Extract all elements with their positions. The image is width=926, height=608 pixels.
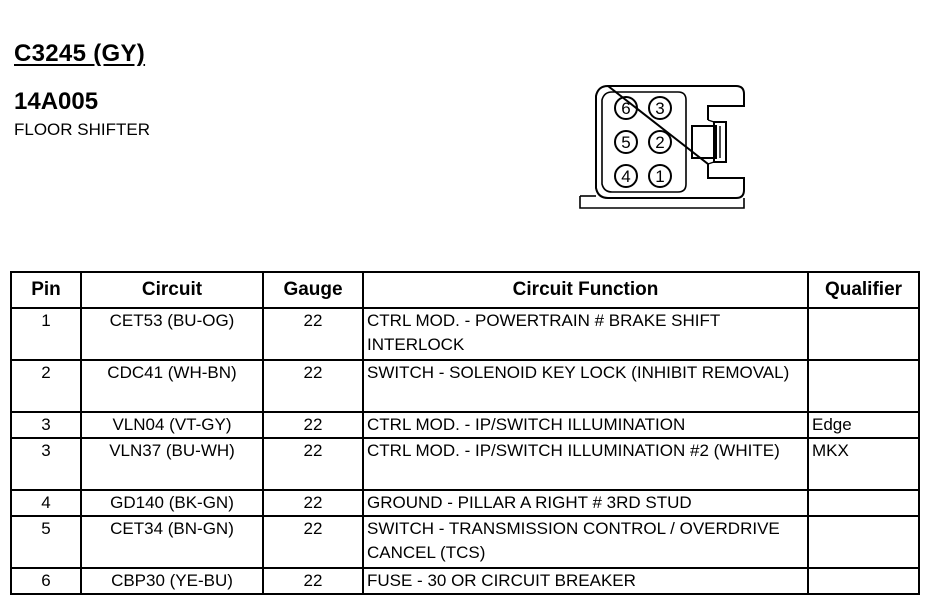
column-header-circuit: Circuit	[80, 271, 264, 309]
connector-housing-outer	[595, 84, 745, 199]
gauge-cell: 22	[262, 515, 364, 569]
circuit-function-cell: CTRL MOD. - IP/SWITCH ILLUMINATION #2 (W…	[362, 437, 809, 491]
pin-number-label: 4	[621, 167, 630, 186]
column-header-circuit-function: Circuit Function	[362, 271, 809, 309]
circuit-cell: GD140 (BK-GN)	[80, 489, 264, 517]
table-row: 4 GD140 (BK-GN) 22 GROUND - PILLAR A RIG…	[10, 489, 920, 517]
pin-number-label: 3	[655, 99, 664, 118]
table-row: 5 CET34 (BN-GN) 22 SWITCH - TRANSMISSION…	[10, 515, 920, 569]
pinout-table: Pin Circuit Gauge Circuit Function Quali…	[10, 271, 920, 595]
gauge-cell: 22	[262, 307, 364, 361]
pin-number-label: 1	[655, 167, 664, 186]
component-name: FLOOR SHIFTER	[14, 120, 151, 139]
qualifier-cell	[807, 359, 920, 413]
connector-housing-inner	[601, 91, 687, 193]
circuit-function-cell: FUSE - 30 OR CIRCUIT BREAKER	[362, 567, 809, 595]
table-row: 3 VLN37 (BU-WH) 22 CTRL MOD. - IP/SWITCH…	[10, 437, 920, 491]
circuit-function-cell: CTRL MOD. - IP/SWITCH ILLUMINATION	[362, 411, 809, 439]
pin-6-cell: 6	[614, 96, 638, 120]
gauge-cell: 22	[262, 489, 364, 517]
column-header-pin: Pin	[10, 271, 82, 309]
table-row: 1 CET53 (BU-OG) 22 CTRL MOD. - POWERTRAI…	[10, 307, 920, 361]
connector-id-title: C3245 (GY)	[14, 40, 146, 67]
pin-1-cell: 1	[648, 164, 672, 188]
circuit-cell: VLN37 (BU-WH)	[80, 437, 264, 491]
circuit-cell: CET53 (BU-OG)	[80, 307, 264, 361]
circuit-function-cell: SWITCH - TRANSMISSION CONTROL / OVERDRIV…	[362, 515, 809, 569]
gauge-cell: 22	[262, 411, 364, 439]
connector-base	[579, 196, 745, 209]
qualifier-cell: Edge	[807, 411, 920, 439]
column-header-gauge: Gauge	[262, 271, 364, 309]
pin-3-cell: 3	[648, 96, 672, 120]
pin-cell: 4	[10, 489, 82, 517]
pin-cell: 2	[10, 359, 82, 413]
table-row: 3 VLN04 (VT-GY) 22 CTRL MOD. - IP/SWITCH…	[10, 411, 920, 439]
qualifier-cell	[807, 567, 920, 595]
gauge-cell: 22	[262, 359, 364, 413]
circuit-function-cell: GROUND - PILLAR A RIGHT # 3RD STUD	[362, 489, 809, 517]
qualifier-cell: MKX	[807, 437, 920, 491]
circuit-cell: CDC41 (WH-BN)	[80, 359, 264, 413]
circuit-cell: CET34 (BN-GN)	[80, 515, 264, 569]
part-number: 14A005	[14, 88, 99, 115]
pin-cell: 3	[10, 411, 82, 439]
column-header-qualifier: Qualifier	[807, 271, 920, 309]
pin-4-cell: 4	[614, 164, 638, 188]
table-row: 2 CDC41 (WH-BN) 22 SWITCH - SOLENOID KEY…	[10, 359, 920, 413]
pin-cell: 6	[10, 567, 82, 595]
table-row: 6 CBP30 (YE-BU) 22 FUSE - 30 OR CIRCUIT …	[10, 567, 920, 595]
qualifier-cell	[807, 489, 920, 517]
gauge-cell: 22	[262, 437, 364, 491]
locking-tab	[691, 125, 717, 159]
gauge-cell: 22	[262, 567, 364, 595]
pin-number-label: 2	[655, 133, 664, 152]
table-header-row: Pin Circuit Gauge Circuit Function Quali…	[10, 271, 920, 309]
qualifier-cell	[807, 515, 920, 569]
pin-2-cell: 2	[648, 130, 672, 154]
pin-number-label: 5	[621, 133, 630, 152]
circuit-function-cell: CTRL MOD. - POWERTRAIN # BRAKE SHIFT INT…	[362, 307, 809, 361]
connector-face-diagram: 6 3 5 2 4 1	[579, 84, 745, 209]
circuit-cell: VLN04 (VT-GY)	[80, 411, 264, 439]
circuit-function-cell: SWITCH - SOLENOID KEY LOCK (INHIBIT REMO…	[362, 359, 809, 413]
pin-cell: 5	[10, 515, 82, 569]
pin-number-label: 6	[621, 99, 630, 118]
pin-cell: 3	[10, 437, 82, 491]
pin-5-cell: 5	[614, 130, 638, 154]
circuit-cell: CBP30 (YE-BU)	[80, 567, 264, 595]
pin-cell: 1	[10, 307, 82, 361]
qualifier-cell	[807, 307, 920, 361]
